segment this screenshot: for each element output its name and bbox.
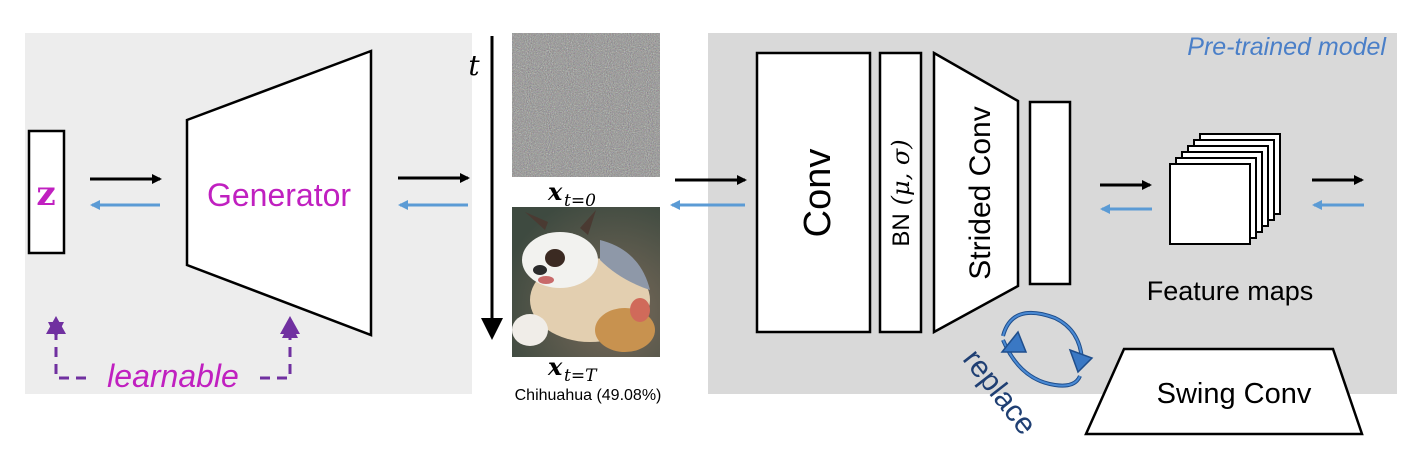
chihuahua-image <box>512 207 660 357</box>
swing-conv-label: Swing Conv <box>1157 378 1312 410</box>
time-axis-label: t <box>468 49 480 82</box>
conv-output-block <box>1028 100 1072 286</box>
bn-block <box>878 51 923 334</box>
generator-label: Generator <box>207 177 351 213</box>
svg-text:t=T: t=T <box>564 366 598 386</box>
swing-conv-block <box>1084 347 1364 436</box>
noise-label: x t=0 <box>547 177 596 211</box>
learnable-arrowhead-right <box>280 316 300 334</box>
learnable-dashed-left <box>48 322 86 380</box>
svg-text:x: x <box>547 352 563 381</box>
generator-block <box>185 49 373 337</box>
learnable-label: learnable <box>107 358 239 394</box>
strided-conv-label: Strided Conv <box>964 106 997 279</box>
conv-label: Conv <box>797 149 839 238</box>
svg-text:t=0: t=0 <box>564 191 596 211</box>
noise-image <box>512 33 660 177</box>
strided-conv-block <box>932 50 1020 335</box>
svg-text:x: x <box>547 177 563 206</box>
latent-z-label: z <box>36 174 55 214</box>
feature-maps-label: Feature maps <box>1147 276 1314 306</box>
pretrained-title: Pre-trained model <box>1187 33 1387 61</box>
svg-text:BN(μ, σ): BN(μ, σ) <box>887 139 915 246</box>
curved-arrowhead-top <box>1068 348 1094 374</box>
curved-arrowhead-bottom <box>1000 330 1028 353</box>
bn-label: BN(μ, σ) <box>887 139 915 246</box>
prediction-caption: Chihuahua (49.08%) <box>515 387 662 404</box>
image-label: x t=T <box>547 352 598 386</box>
feature-maps-stack <box>1169 133 1281 245</box>
conv-block <box>755 51 872 334</box>
learnable-arrowhead-left <box>46 316 66 334</box>
learnable-dashed-right <box>260 322 298 380</box>
latent-z-box <box>27 129 66 255</box>
